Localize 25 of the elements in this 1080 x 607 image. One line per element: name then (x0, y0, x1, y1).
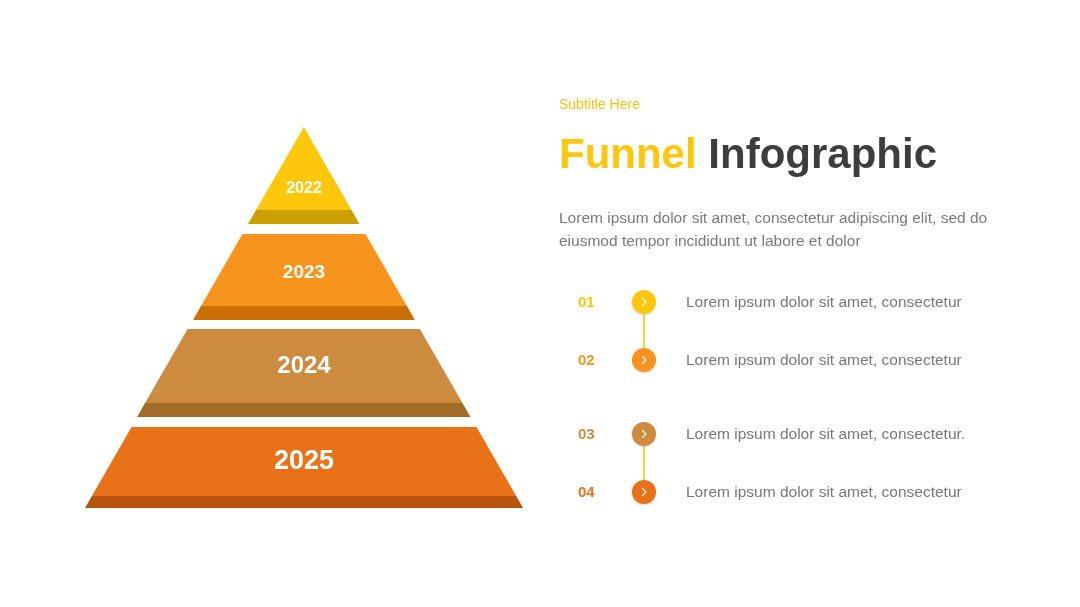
step-number: 04 (578, 482, 595, 502)
step-description: Lorem ipsum dolor sit amet, consectetur (686, 482, 962, 502)
step-description: Lorem ipsum dolor sit amet, consectetur (686, 350, 962, 370)
connector-line (643, 445, 645, 481)
description-paragraph: Lorem ipsum dolor sit amet, consectetur adipiscing elit, sed do eiusmod tempor incididunt ut labore et dolor (559, 207, 989, 251)
step-number: 01 (578, 292, 595, 312)
pyramid-top-triangle (248, 127, 360, 224)
pyramid-layer (137, 329, 471, 417)
step-description: Lorem ipsum dolor sit amet, consectetur. (686, 424, 966, 444)
chevron-circle-icon (632, 348, 656, 372)
year-label: 2025 (273, 446, 334, 476)
pyramid-layer (84, 427, 524, 508)
title: Funnel Infographic (559, 130, 937, 178)
chevron-circle-icon (632, 290, 656, 314)
step-number: 02 (578, 350, 595, 370)
year-label: 2022 (286, 179, 322, 197)
year-label: 2023 (282, 261, 326, 283)
connector-line (643, 313, 645, 349)
subtitle: Subtitle Here (559, 95, 640, 113)
pyramid-layer (193, 234, 415, 320)
year-label: 2024 (277, 351, 331, 379)
step-number: 03 (578, 424, 595, 444)
chevron-circle-icon (632, 422, 656, 446)
step-description: Lorem ipsum dolor sit amet, consectetur (686, 292, 962, 312)
chevron-circle-icon (632, 480, 656, 504)
